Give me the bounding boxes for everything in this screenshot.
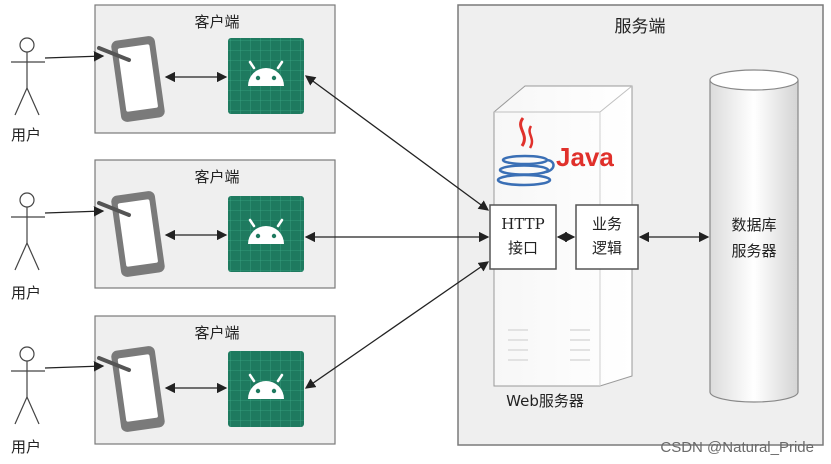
user-icon bbox=[11, 192, 45, 271]
user-label: 用户 bbox=[11, 438, 41, 456]
database-line1: 数据库 bbox=[731, 216, 776, 234]
android-app-icon bbox=[228, 351, 304, 427]
business-logic-box: 业务 逻辑 bbox=[575, 204, 639, 270]
client-row-1: 用户 客户端 bbox=[11, 4, 336, 144]
http-interface-line2: 接口 bbox=[508, 239, 538, 257]
http-interface-box: HTTP 接口 bbox=[489, 204, 557, 270]
arrow-client1-http bbox=[304, 75, 490, 211]
client-title: 客户端 bbox=[194, 324, 239, 342]
stylus-icon bbox=[97, 356, 131, 372]
arrow-user-phone bbox=[44, 361, 105, 372]
client-row-3: 用户 客户端 bbox=[11, 315, 336, 456]
server-title: 服务端 bbox=[615, 17, 666, 37]
client-title: 客户端 bbox=[194, 13, 239, 31]
arrow-user-phone bbox=[44, 206, 105, 217]
business-logic-line2: 逻辑 bbox=[592, 239, 622, 257]
android-app-icon bbox=[228, 38, 304, 114]
java-cup-icon bbox=[496, 117, 555, 187]
web-server-label: Web服务器 bbox=[506, 392, 584, 410]
android-app-icon bbox=[228, 196, 304, 272]
user-label: 用户 bbox=[11, 126, 41, 144]
client-row-2: 用户 客户端 bbox=[11, 159, 336, 302]
java-logo: Java bbox=[496, 117, 614, 187]
arrow-user-phone bbox=[44, 51, 105, 62]
java-label: Java bbox=[556, 142, 614, 172]
client-title: 客户端 bbox=[194, 168, 239, 186]
vent-lines bbox=[508, 329, 590, 361]
arrow-client3-http bbox=[304, 261, 490, 389]
user-icon bbox=[11, 37, 45, 116]
stylus-icon bbox=[97, 201, 131, 217]
http-interface-line1: HTTP bbox=[501, 215, 544, 233]
stylus-icon bbox=[97, 46, 131, 62]
watermark: CSDN @Natural_Pride bbox=[660, 439, 814, 456]
database-server: 数据库 服务器 bbox=[709, 69, 799, 403]
business-logic-line1: 业务 bbox=[592, 215, 622, 233]
user-icon bbox=[11, 346, 45, 425]
database-line2: 服务器 bbox=[731, 242, 776, 260]
user-label: 用户 bbox=[11, 284, 41, 302]
